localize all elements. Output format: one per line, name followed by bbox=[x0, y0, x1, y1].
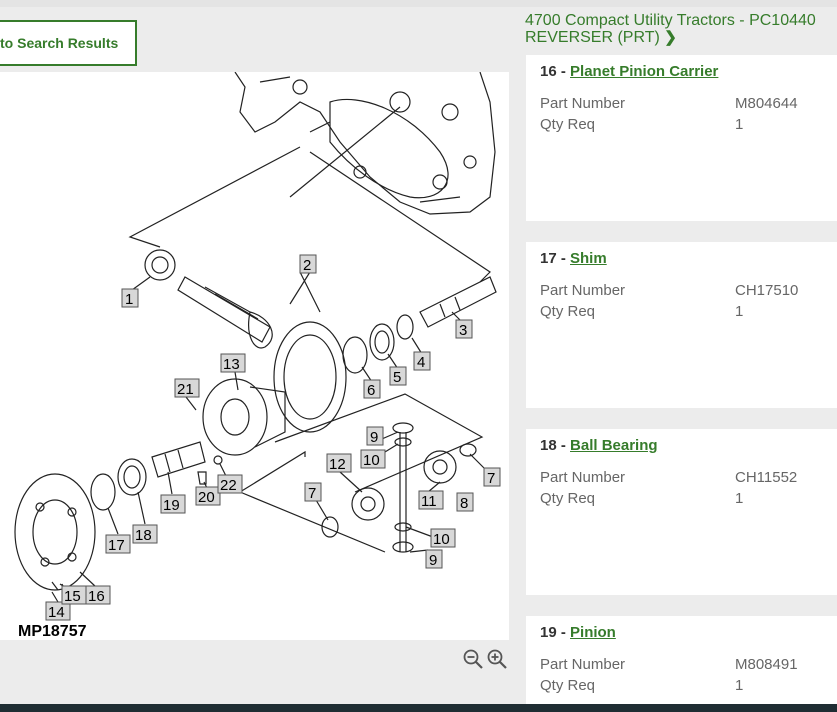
svg-text:13: 13 bbox=[223, 356, 240, 373]
callout-8[interactable]: 8 bbox=[456, 492, 474, 512]
callout-4[interactable]: 4 bbox=[413, 351, 431, 371]
exploded-view-drawing: 1 2 3 4 5 6 7 7 8 9 9 10 10 11 12 13 14 … bbox=[14, 72, 501, 640]
back-to-search-results-button[interactable]: to Search Results bbox=[0, 20, 137, 66]
callout-9b[interactable]: 9 bbox=[425, 549, 443, 569]
qty-value: 1 bbox=[735, 677, 744, 694]
figure-id: MP18757 bbox=[18, 623, 87, 640]
footer-bar bbox=[0, 704, 837, 712]
callout-12[interactable]: 12 bbox=[326, 453, 352, 473]
svg-text:4: 4 bbox=[417, 354, 425, 371]
callout-11[interactable]: 11 bbox=[418, 490, 444, 510]
part-title: 17 - Shim bbox=[540, 250, 607, 267]
parts-diagram[interactable]: 1 2 3 4 5 6 7 7 8 9 9 10 10 11 12 13 14 … bbox=[0, 72, 509, 640]
svg-text:9: 9 bbox=[429, 552, 437, 569]
callout-1[interactable]: 1 bbox=[121, 288, 139, 308]
qty-value: 1 bbox=[735, 116, 744, 133]
callout-7b[interactable]: 7 bbox=[304, 482, 322, 502]
part-name-link[interactable]: Pinion bbox=[570, 624, 616, 641]
svg-text:16: 16 bbox=[88, 588, 105, 605]
svg-text:10: 10 bbox=[433, 531, 450, 548]
svg-text:6: 6 bbox=[367, 382, 375, 399]
svg-text:19: 19 bbox=[163, 497, 180, 514]
svg-text:15: 15 bbox=[64, 588, 81, 605]
part-number-value: M804644 bbox=[735, 95, 798, 112]
svg-text:2: 2 bbox=[303, 257, 311, 274]
breadcrumb: 4700 Compact Utility Tractors - PC10440 … bbox=[525, 12, 837, 46]
breadcrumb-section[interactable]: REVERSER (PRT) ❯ bbox=[525, 29, 677, 46]
zoom-controls bbox=[0, 640, 509, 704]
callout-13[interactable]: 13 bbox=[220, 353, 246, 373]
part-title: 18 - Ball Bearing bbox=[540, 437, 658, 454]
svg-text:8: 8 bbox=[460, 495, 468, 512]
qty-value: 1 bbox=[735, 303, 744, 320]
callout-2[interactable]: 2 bbox=[299, 254, 317, 274]
part-number-value: CH11552 bbox=[735, 469, 798, 486]
callout-3[interactable]: 3 bbox=[455, 319, 473, 339]
callout-7[interactable]: 7 bbox=[483, 467, 501, 487]
callout-6[interactable]: 6 bbox=[363, 379, 381, 399]
callout-20[interactable]: 20 bbox=[195, 486, 221, 506]
part-number-value: M808491 bbox=[735, 656, 798, 673]
callout-15[interactable]: 15 bbox=[61, 585, 87, 605]
svg-text:11: 11 bbox=[421, 493, 437, 510]
callout-5[interactable]: 5 bbox=[389, 366, 407, 386]
callout-17[interactable]: 17 bbox=[105, 534, 131, 554]
callout-16[interactable]: 16 bbox=[85, 585, 111, 605]
chevron-right-icon: ❯ bbox=[664, 29, 677, 46]
svg-text:3: 3 bbox=[459, 322, 467, 339]
part-title: 16 - Planet Pinion Carrier bbox=[540, 63, 719, 80]
back-button-label: to Search Results bbox=[0, 35, 119, 51]
callout-10[interactable]: 10 bbox=[360, 449, 386, 469]
callout-18[interactable]: 18 bbox=[132, 524, 158, 544]
svg-text:10: 10 bbox=[363, 452, 380, 469]
svg-text:7: 7 bbox=[308, 485, 316, 502]
callout-22[interactable]: 22 bbox=[217, 474, 243, 494]
callout-10b[interactable]: 10 bbox=[430, 528, 456, 548]
svg-text:12: 12 bbox=[329, 456, 346, 473]
top-strip bbox=[0, 0, 837, 7]
callout-labels: 1 2 3 4 5 6 7 7 8 9 9 10 10 11 12 13 14 … bbox=[45, 254, 501, 621]
callout-21[interactable]: 21 bbox=[174, 378, 200, 398]
part-name-link[interactable]: Ball Bearing bbox=[570, 437, 658, 454]
part-name-link[interactable]: Planet Pinion Carrier bbox=[570, 63, 719, 80]
svg-text:9: 9 bbox=[370, 429, 378, 446]
part-name-link[interactable]: Shim bbox=[570, 250, 607, 267]
part-title: 19 - Pinion bbox=[540, 624, 616, 641]
callout-19[interactable]: 19 bbox=[160, 494, 186, 514]
svg-text:20: 20 bbox=[198, 489, 215, 506]
breadcrumb-model[interactable]: 4700 Compact Utility Tractors - PC10440 bbox=[525, 12, 816, 29]
callout-14[interactable]: 14 bbox=[45, 601, 71, 621]
zoom-in-icon[interactable] bbox=[486, 648, 508, 670]
qty-value: 1 bbox=[735, 490, 744, 507]
svg-text:18: 18 bbox=[135, 527, 152, 544]
callout-9[interactable]: 9 bbox=[366, 426, 384, 446]
svg-text:14: 14 bbox=[48, 604, 65, 621]
svg-text:5: 5 bbox=[393, 369, 401, 386]
zoom-out-icon[interactable] bbox=[462, 648, 484, 670]
part-number-value: CH17510 bbox=[735, 282, 799, 299]
svg-text:17: 17 bbox=[108, 537, 125, 554]
svg-text:22: 22 bbox=[220, 477, 237, 494]
svg-text:1: 1 bbox=[125, 291, 133, 308]
svg-text:7: 7 bbox=[487, 470, 495, 487]
svg-text:21: 21 bbox=[177, 381, 194, 398]
